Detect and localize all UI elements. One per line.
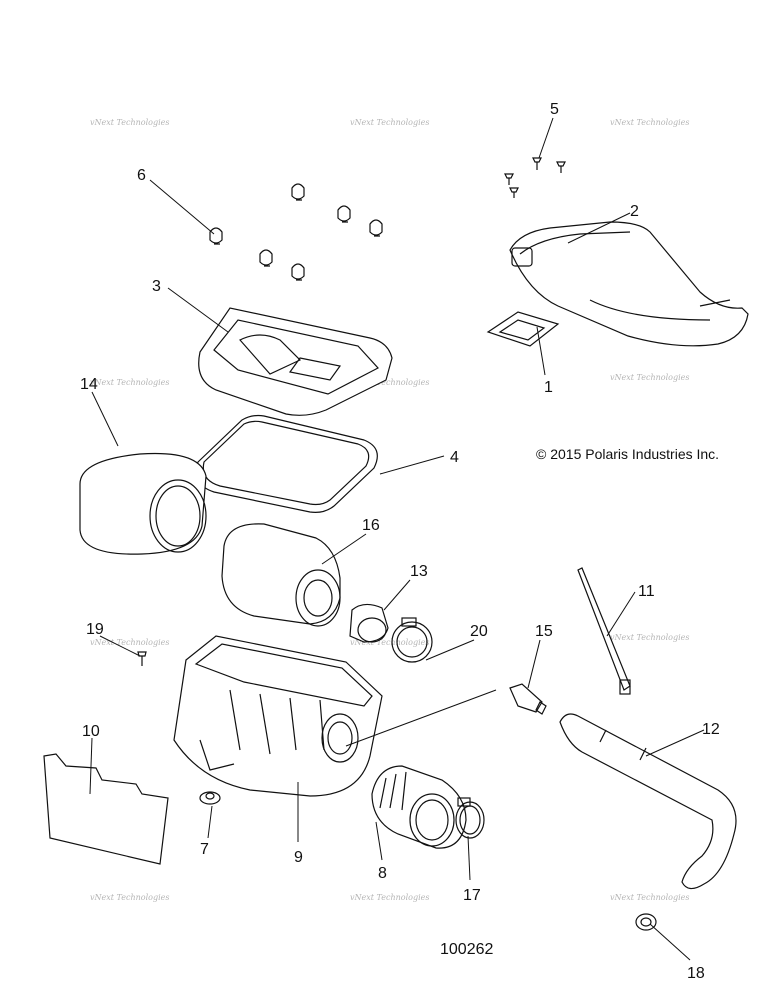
- callout-15: 15: [535, 623, 553, 640]
- callout-7: 7: [200, 841, 209, 858]
- part-8-boot: [371, 765, 467, 849]
- watermark: vNext Technologies: [350, 893, 429, 902]
- part-1-gasket: [486, 311, 560, 347]
- callout-12: 12: [702, 721, 720, 738]
- callout-13: 13: [410, 563, 428, 580]
- part-2-intake-duct: [509, 221, 749, 347]
- part-14-prefilter: [79, 452, 207, 555]
- leader-lines: [89, 117, 705, 961]
- callout-14: 14: [80, 376, 98, 393]
- part-3-airbox-cover: [198, 307, 393, 416]
- callout-17: 17: [463, 887, 481, 904]
- part-9-airbox-base: [173, 635, 383, 797]
- part-11-strap: [577, 567, 631, 695]
- watermark: vNext Technologies: [610, 118, 689, 127]
- callout-5: 5: [550, 101, 559, 118]
- watermark: vNext Technologies: [350, 638, 429, 647]
- copyright-notice: © 2015 Polaris Industries Inc.: [536, 446, 719, 462]
- callout-3: 3: [152, 278, 161, 295]
- part-18-clamp: [635, 913, 657, 931]
- figure-number: 100262: [440, 941, 493, 958]
- callouts: 1 2 3 4 5 6 7 8 9 10 11 12 13 14 15 16 1…: [80, 101, 720, 982]
- callout-9: 9: [294, 849, 303, 866]
- watermark: vNext Technologies: [610, 373, 689, 382]
- callout-20: 20: [470, 623, 488, 640]
- part-12-hose: [559, 713, 737, 890]
- callout-19: 19: [86, 621, 104, 638]
- callout-8: 8: [378, 865, 387, 882]
- part-6-clips: [209, 183, 383, 281]
- callout-2: 2: [630, 203, 639, 220]
- watermark: vNext Technologies: [350, 378, 429, 387]
- watermark: vNext Technologies: [350, 118, 429, 127]
- callout-18: 18: [687, 965, 705, 982]
- watermark: vNext Technologies: [610, 633, 689, 642]
- part-13-ring: [349, 603, 389, 643]
- part-5-rivets: [504, 157, 566, 198]
- part-4-seal: [195, 414, 378, 513]
- callout-11: 11: [638, 583, 655, 600]
- callout-6: 6: [137, 167, 146, 184]
- watermark: vNext Technologies: [90, 378, 169, 387]
- part-15-fitting: [509, 683, 547, 715]
- callout-4: 4: [450, 449, 459, 466]
- watermark: vNext Technologies: [90, 638, 169, 647]
- watermarks: vNext Technologies vNext Technologies vN…: [90, 118, 689, 902]
- watermark: vNext Technologies: [90, 118, 169, 127]
- part-17-clamp: [455, 797, 485, 839]
- part-7-grommet: [199, 791, 221, 805]
- callout-10: 10: [82, 723, 100, 740]
- part-19-screw: [137, 651, 147, 666]
- watermark: vNext Technologies: [90, 893, 169, 902]
- callout-16: 16: [362, 517, 380, 534]
- part-10-panel: [43, 753, 169, 865]
- part-16-air-filter: [221, 523, 341, 627]
- part-20-clamp: [391, 617, 433, 663]
- callout-1: 1: [544, 379, 553, 396]
- watermark: vNext Technologies: [610, 893, 689, 902]
